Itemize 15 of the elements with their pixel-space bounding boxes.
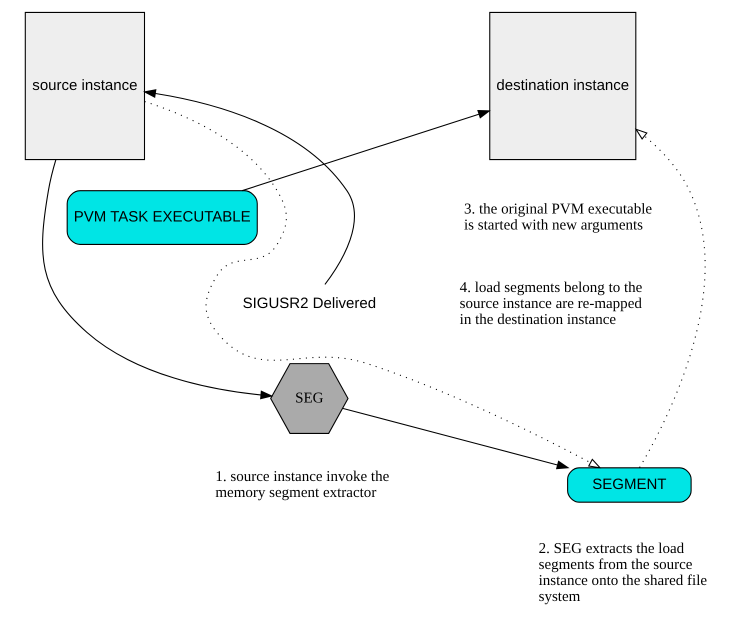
node-box: PVM TASK EXECUTABLE <box>66 190 258 245</box>
label: 1. source instance invoke the memory segment extractor <box>215 468 390 501</box>
arrow <box>242 110 491 192</box>
label: 2. SEG extracts the load segments from the source instance onto the shared file system <box>538 540 708 606</box>
arrow <box>143 89 355 285</box>
node-box: SEGMENT <box>567 467 692 503</box>
node-box: source instance <box>24 12 146 160</box>
label: 4. load segments belong to the source instance are re-mapped in the destination instance <box>460 280 642 328</box>
node-text: SIGUSR2 Delivered <box>242 294 376 312</box>
arrow <box>342 408 570 470</box>
label: 3. the original PVM executable is started with new arguments <box>464 201 652 234</box>
arrow <box>144 101 602 468</box>
node-box: destination instance <box>489 12 636 160</box>
arrow <box>634 128 706 468</box>
arrow <box>42 159 274 400</box>
